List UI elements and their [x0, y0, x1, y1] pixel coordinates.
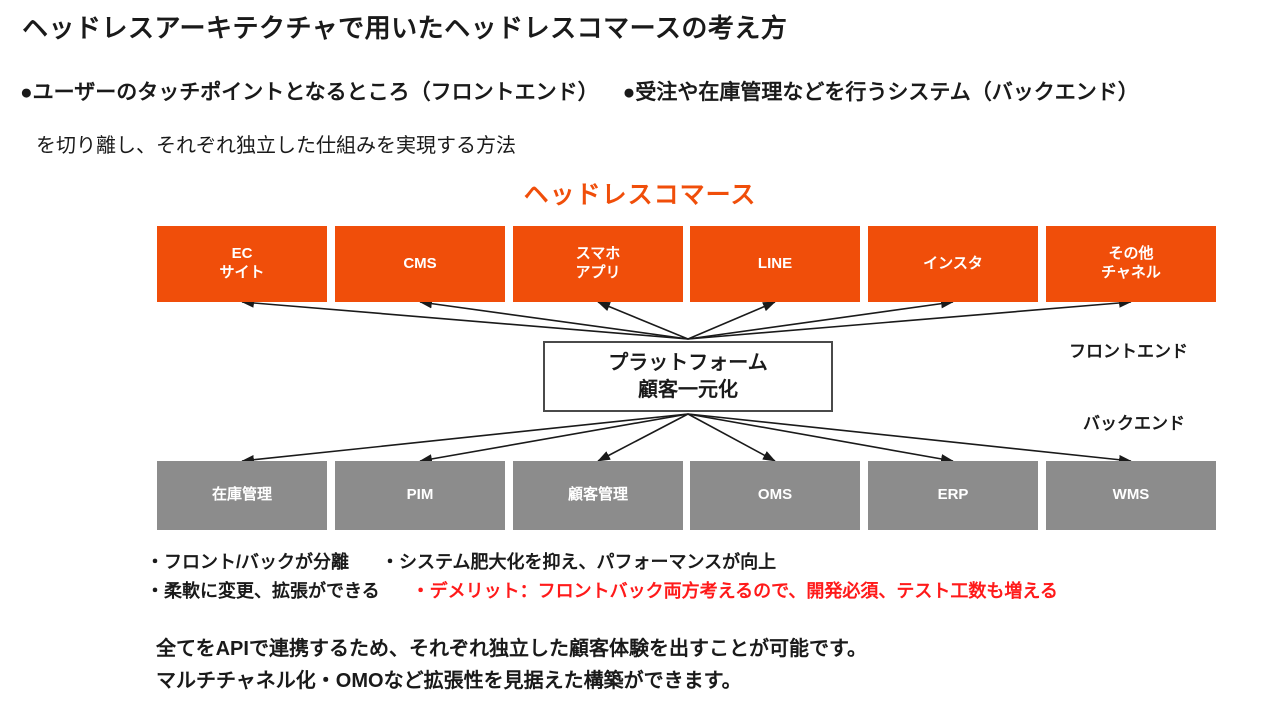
platform-box[interactable]: プラットフォーム 顧客一元化	[543, 341, 833, 412]
frontend-node-ec-site[interactable]: EC サイト	[157, 226, 327, 302]
frontend-node-line[interactable]: LINE	[690, 226, 860, 302]
frontend-node-instagram[interactable]: インスタ	[868, 226, 1038, 302]
section-heading-headless-commerce: ヘッドレスコマース	[523, 181, 757, 209]
lead-subtext: を切り離し、それぞれ独立した仕組みを実現する方法	[36, 135, 516, 157]
node-label-line2: チャネル	[1101, 264, 1161, 281]
node-label-line1: スマホ	[575, 245, 621, 263]
backend-node-pim[interactable]: PIM	[335, 461, 505, 530]
node-label-line1: 顧客管理	[567, 486, 628, 504]
bullet-1b: ・システム肥大化を抑え、パフォーマンスが向上	[381, 552, 777, 572]
node-label-line1: EC	[231, 245, 253, 263]
bullet-line-2: ・柔軟に変更、拡張ができる ・デメリット：フロントバック両方考えるので、開発必須…	[146, 577, 1058, 606]
page-title: ヘッドレスアーキテクチャで用いたヘッドレスコマースの考え方	[22, 13, 788, 43]
node-label-line1: CMS	[403, 254, 437, 272]
node-label-line2: アプリ	[575, 264, 621, 281]
bullet-1a: ・フロント/バックが分離	[146, 552, 349, 572]
node-label-line1: 在庫管理	[211, 486, 272, 504]
closing-line-1: 全てをAPIで連携するため、それぞれ独立した顧客体験を出すことが可能です。	[156, 638, 867, 660]
backend-node-oms[interactable]: OMS	[690, 461, 860, 530]
node-label-line1: PIM	[406, 486, 434, 504]
node-label-line1: WMS	[1112, 486, 1150, 504]
frontend-node-smartphone-app[interactable]: スマホ アプリ	[513, 226, 683, 302]
backend-node-wms[interactable]: WMS	[1046, 461, 1216, 530]
backend-node-inventory-management[interactable]: 在庫管理	[157, 461, 327, 530]
closing-text: 全てをAPIで連携するため、それぞれ独立した顧客体験を出すことが可能です。 マル…	[156, 634, 867, 697]
label-frontend: フロントエンド	[1069, 342, 1188, 361]
backend-node-erp[interactable]: ERP	[868, 461, 1038, 530]
closing-line-2: マルチチャネル化・OMOなど拡張性を見据えた構築ができます。	[156, 669, 742, 692]
lead-point-backend: ●受注や在庫管理などを行うシステム（バックエンド）	[622, 81, 1139, 104]
node-label-line1: LINE	[757, 254, 793, 272]
node-label-line1: OMS	[757, 486, 793, 504]
node-label-line1: ERP	[937, 486, 969, 504]
node-label-line2: サイト	[219, 264, 265, 281]
lead-points: ●ユーザーのタッチポイントとなるところ（フロントエンド） ●受注や在庫管理などを…	[20, 76, 1270, 106]
node-label-line1: その他	[1108, 245, 1154, 263]
node-label-line1: インスタ	[923, 254, 983, 272]
backend-node-customer-management[interactable]: 顧客管理	[513, 461, 683, 530]
bullet-line-1: ・フロント/バックが分離 ・システム肥大化を抑え、パフォーマンスが向上	[146, 548, 1058, 577]
lead-point-frontend: ●ユーザーのタッチポイントとなるところ（フロントエンド）	[20, 81, 599, 104]
platform-label-line1: プラットフォーム	[608, 351, 768, 374]
benefit-bullets: ・フロント/バックが分離 ・システム肥大化を抑え、パフォーマンスが向上 ・柔軟に…	[146, 548, 1058, 606]
label-backend: バックエンド	[1083, 414, 1185, 433]
platform-label-line2: 顧客一元化	[638, 378, 738, 401]
bullet-2b-demerit: ・デメリット：フロントバック両方考えるので、開発必須、テスト工数も増える	[411, 580, 1058, 601]
frontend-node-cms[interactable]: CMS	[335, 226, 505, 302]
bullet-2a: ・柔軟に変更、拡張ができる	[146, 580, 380, 601]
frontend-node-other-channels[interactable]: その他 チャネル	[1046, 226, 1216, 302]
